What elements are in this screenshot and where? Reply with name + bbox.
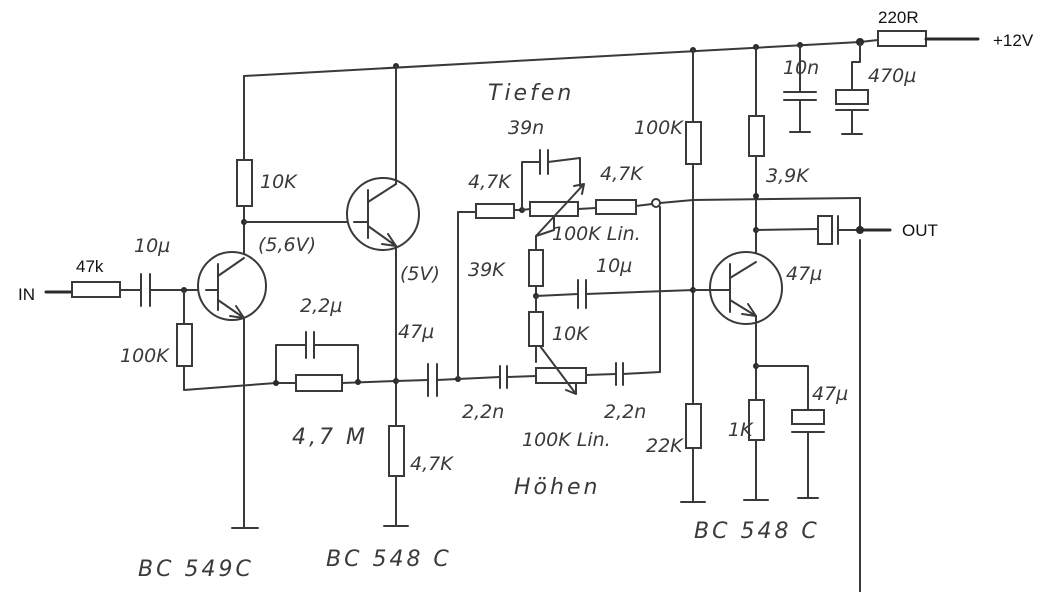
q2-coupling (395, 363, 461, 397)
coupling-capacitor-mid-label: 10µ (596, 255, 632, 277)
supply-resistor (877, 30, 927, 47)
q3-base-divider (659, 49, 861, 503)
coupling-capacitor-mid (577, 279, 587, 309)
treble-capacitor-right (615, 362, 624, 386)
treble-capacitor-left (499, 365, 508, 389)
emitter-resistor-q3-label: 1K (728, 419, 754, 441)
bass-capacitor-label: 39n (508, 117, 544, 139)
bass-potentiometer (529, 201, 579, 217)
base-resistor-bottom (685, 403, 702, 449)
collector-resistor-q3-label: 3,9K (766, 165, 810, 187)
q3-type-label: BC 548 C (694, 519, 820, 544)
treble-resistor (528, 311, 544, 347)
mid-branch (528, 215, 695, 363)
collector-resistor-q3 (748, 115, 765, 157)
coupling-capacitor-q2-label: 47µ (398, 321, 434, 343)
transistor-q2 (243, 65, 420, 527)
treble-network (457, 206, 661, 395)
feedback-network (273, 331, 397, 392)
treble-resistor-label: 10K (552, 323, 590, 345)
input-stage (44, 273, 277, 391)
emitter-resistor-q2 (388, 425, 405, 477)
bias-resistor (176, 323, 193, 367)
q2-type-label: BC 548 C (326, 547, 452, 572)
q2-voltage-label: (5V) (400, 263, 440, 285)
collector-resistor-q1-label: 10K (260, 171, 298, 193)
supply-resistor-label: 220R (878, 8, 919, 27)
supply-decoupling (783, 41, 869, 135)
bass-network (457, 149, 661, 380)
supply-cap-small-label: 10n (783, 57, 819, 79)
input-capacitor-label: 10µ (134, 235, 170, 257)
bass-resistor-left-label: 4,7K (468, 171, 512, 193)
bass-capacitor (539, 149, 549, 175)
feedback-resistor (295, 374, 343, 392)
base-resistor-bottom-label: 22K (646, 435, 684, 457)
transistor-q3 (693, 46, 825, 501)
supply-electrolytic (835, 89, 869, 105)
bass-resistor-right-label: 4,7K (600, 163, 644, 185)
collector-resistor-q1 (236, 159, 253, 207)
emitter-capacitor-q3-label: 47µ (812, 383, 848, 405)
transistor-q1 (197, 75, 267, 529)
treble-capacitor-right-label: 2,2n (604, 401, 646, 423)
coupling-capacitor-q2 (427, 363, 438, 397)
input-resistor (71, 281, 121, 298)
q1-voltage-label: (5,6V) (258, 234, 316, 256)
bass-resistor-right (595, 199, 637, 215)
emitter-resistor-q2-label: 4,7K (410, 453, 454, 475)
output-label: OUT (902, 221, 938, 240)
bass-title-label: Tiefen (488, 81, 574, 106)
treble-title-label: Höhen (514, 475, 600, 500)
supply-cap-large-label: 470µ (868, 65, 916, 87)
input-label: IN (18, 285, 35, 304)
treble-pot-label: 100K Lin. (522, 429, 611, 451)
coupling-capacitor-out-label: 47µ (786, 263, 822, 285)
output-stage (755, 197, 892, 245)
mid-resistor-label: 39K (468, 259, 506, 281)
mid-resistor (528, 249, 544, 287)
treble-capacitor-left-label: 2,2n (462, 401, 504, 423)
input-resistor-label: 47k (76, 257, 104, 276)
supply-voltage-label: +12V (993, 31, 1034, 50)
base-resistor-top-label: 100K (634, 117, 684, 139)
bias-resistor-label: 100K (120, 345, 170, 367)
feedback-resistor-label: 4,7 M (292, 425, 368, 450)
bass-resistor-left (475, 203, 515, 219)
q1-type-label: BC 549C (138, 557, 254, 582)
output-capacitor (817, 215, 833, 245)
base-resistor-top (685, 121, 702, 165)
feedback-capacitor (305, 331, 315, 359)
input-capacitor (140, 273, 151, 307)
emitter-capacitor-q3 (791, 409, 825, 425)
bass-pot-label: 100K Lin. (552, 223, 641, 245)
feedback-capacitor-label: 2,2µ (300, 295, 342, 317)
